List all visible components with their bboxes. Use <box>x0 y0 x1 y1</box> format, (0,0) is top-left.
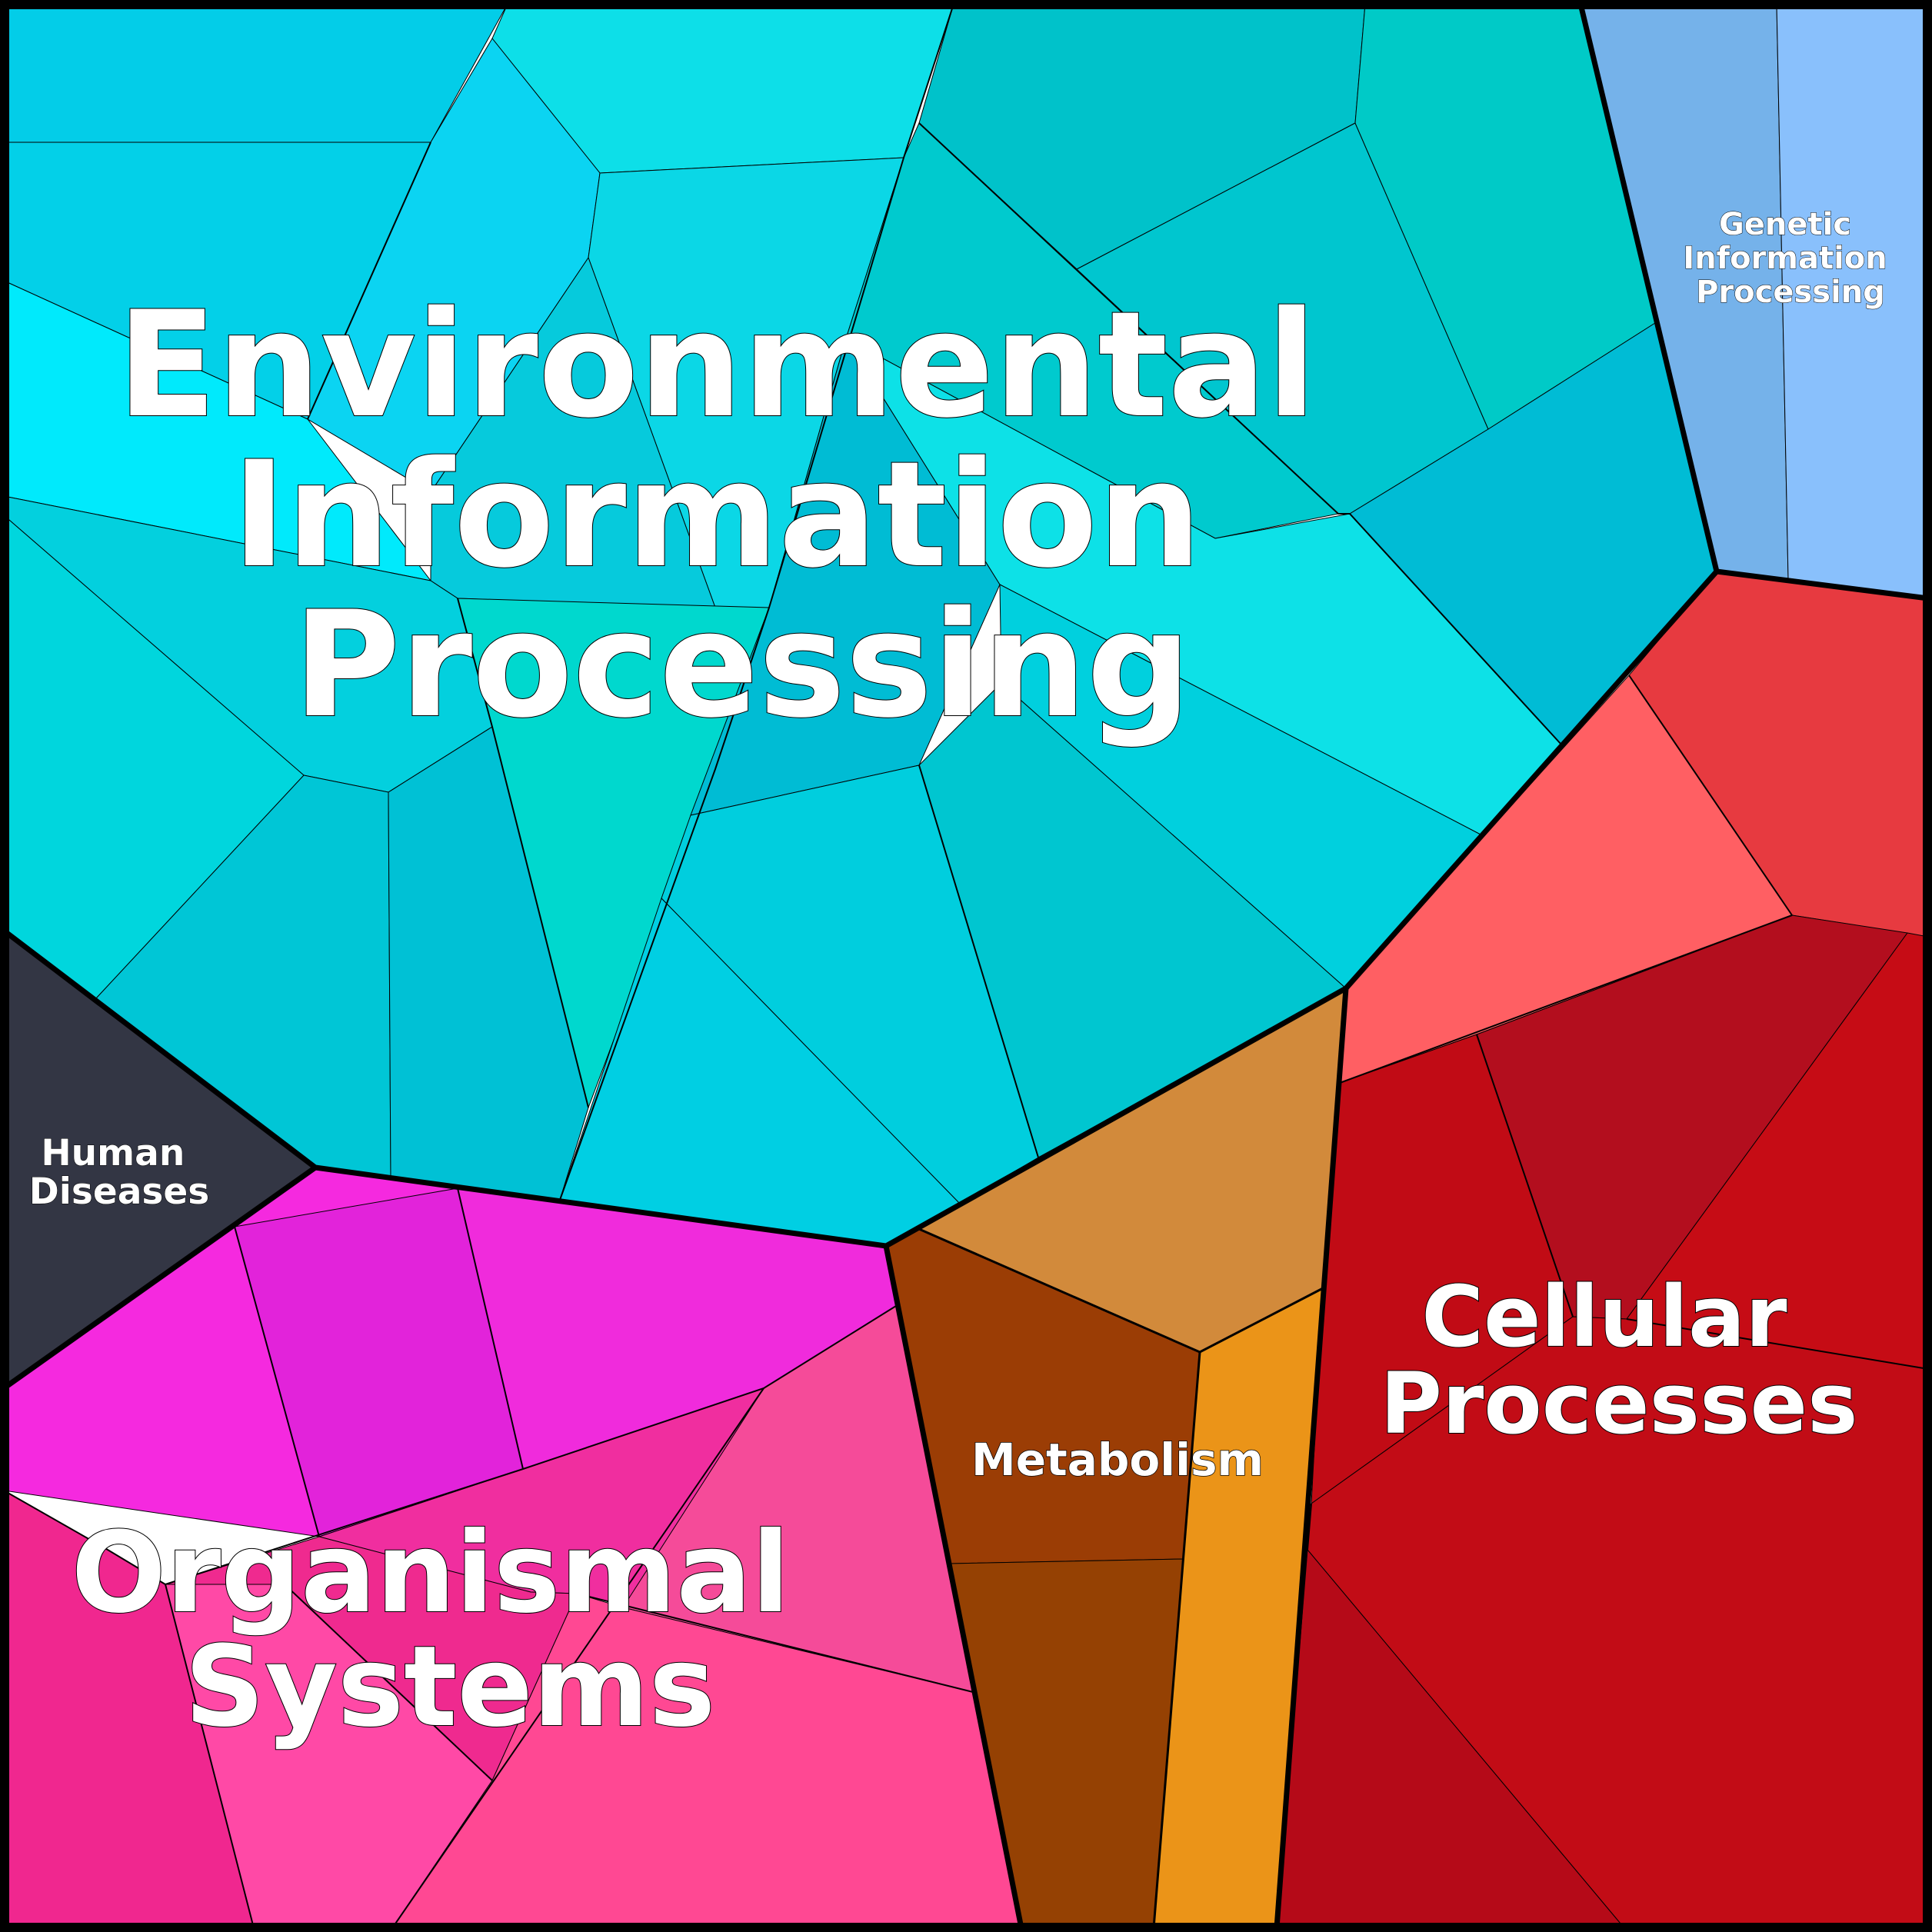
cellular-group <box>1276 571 1929 1929</box>
group-border <box>2 1165 318 1391</box>
organismal-label: Organismal Systems <box>72 1508 829 1752</box>
cellular-label: Cellular Processes <box>1380 1267 1857 1453</box>
metabolism-group <box>885 988 1347 1929</box>
env-cell <box>3 3 508 143</box>
group-border <box>883 1245 1024 1929</box>
env-cell <box>388 726 589 1201</box>
organismal-group <box>3 1167 1022 1929</box>
metabolism-label: Metabolism <box>971 1434 1264 1486</box>
environmental-label: Environmental Information Processing <box>117 280 1367 750</box>
group-border <box>1274 988 1349 1929</box>
genetic-label: Genetic Information Processing <box>1683 207 1897 310</box>
human-diseases-label: Human Diseases <box>29 1132 210 1213</box>
environmental-group <box>3 3 1717 1247</box>
